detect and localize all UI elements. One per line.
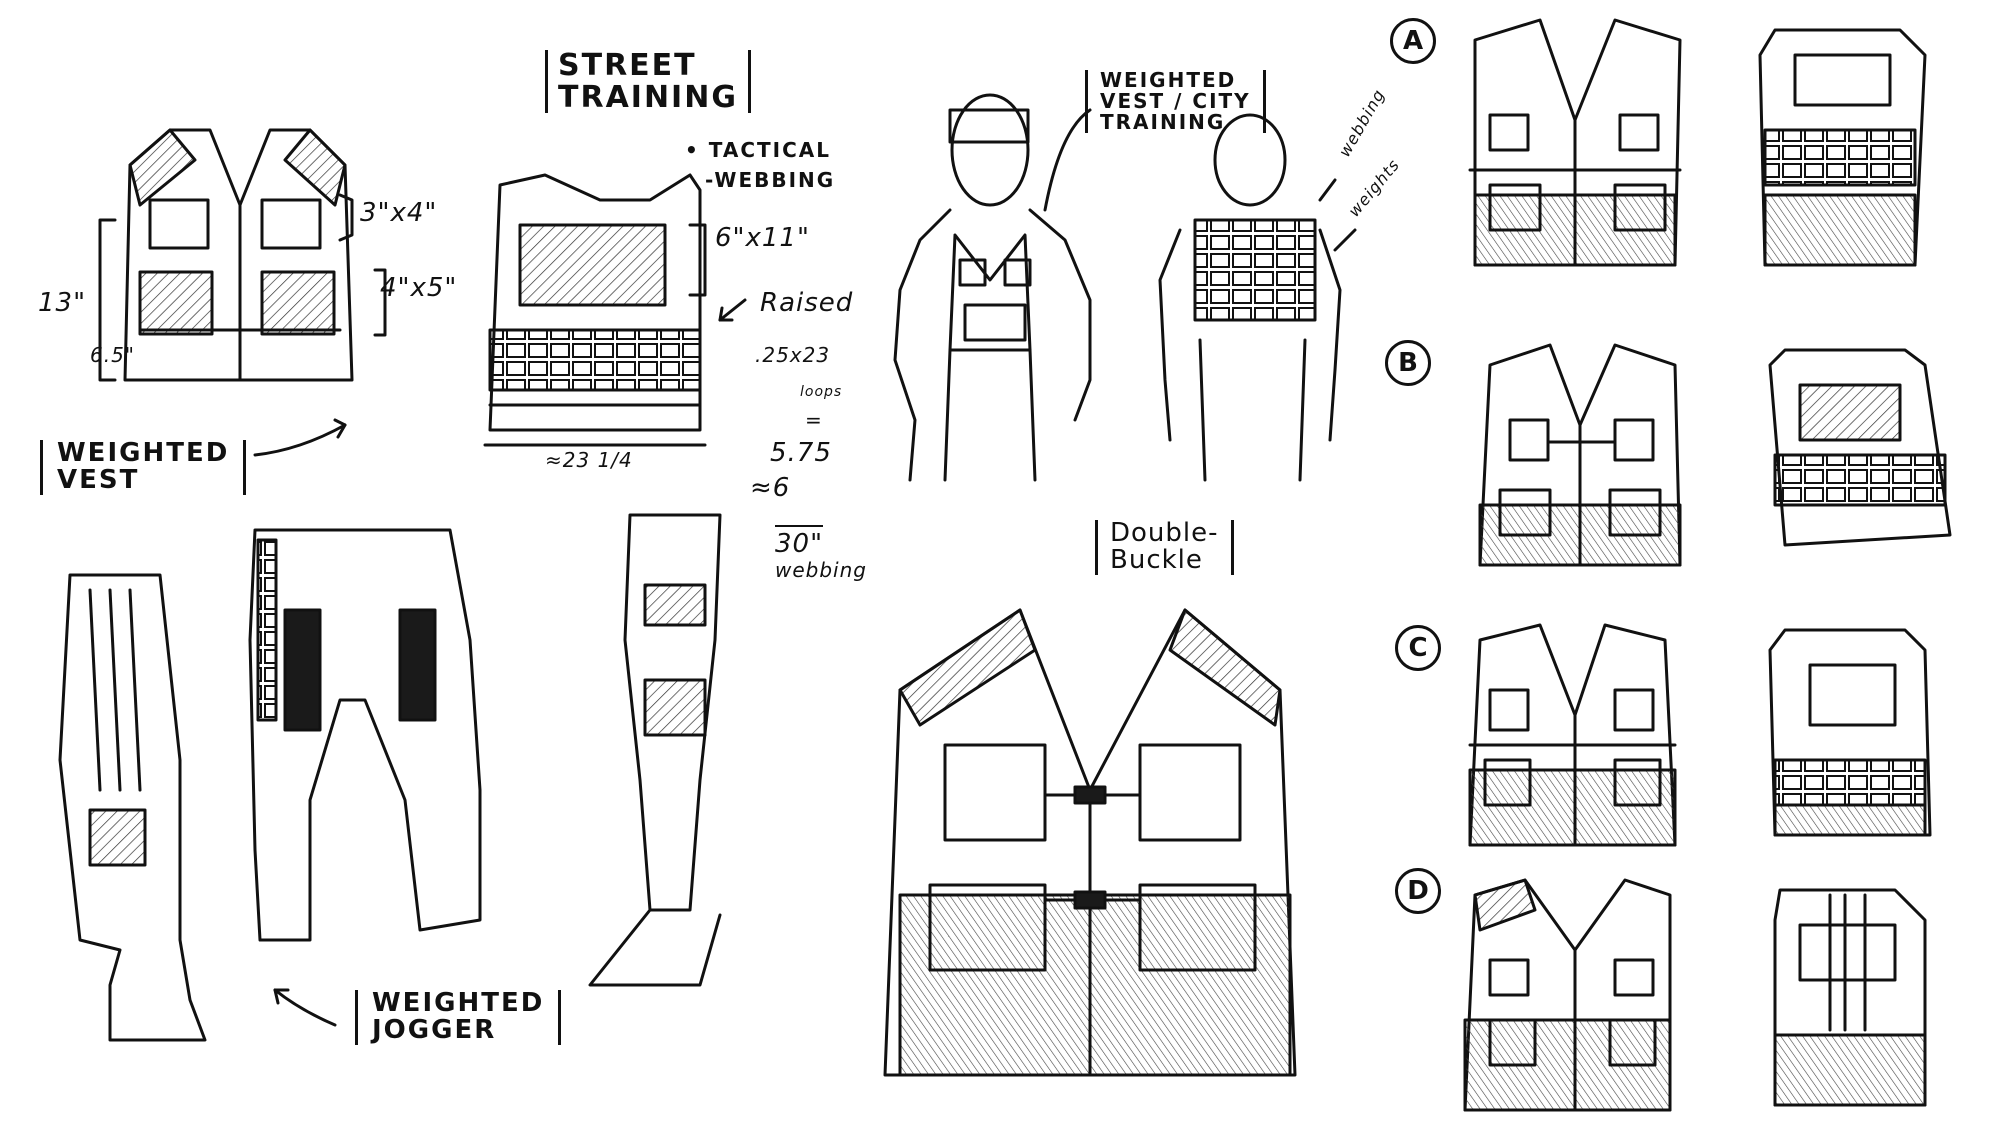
calc-7: webbing: [775, 558, 867, 582]
raised-note: Raised: [760, 288, 854, 318]
option-c-back: [1768, 628, 1932, 837]
option-a-marker: A: [1390, 18, 1436, 64]
figure-front-sketch: [893, 93, 1092, 482]
width-note: ≈23 1/4: [545, 448, 633, 472]
option-b-front: [1478, 343, 1682, 567]
option-c-marker: C: [1395, 625, 1441, 671]
lower-height-dimension: 6.5": [90, 343, 136, 367]
pocket-large-dimension: 4"x5": [380, 273, 458, 303]
calc-2: loops: [800, 384, 843, 400]
option-a-front: [1468, 18, 1682, 267]
panel-size-dimension: 6"x11": [715, 223, 810, 253]
pocket-small-dimension: 3"x4": [360, 198, 438, 228]
weighted-jogger-label: WEIGHTED JOGGER: [355, 989, 562, 1045]
arrow-to-jogger: [273, 988, 337, 1027]
tactical-note: • TACTICAL: [685, 138, 831, 162]
weighted-jogger-front-sketch: [248, 528, 482, 942]
weighted-vest-front-sketch: [98, 128, 387, 382]
option-d-front: [1463, 878, 1672, 1112]
calc-5: ≈6: [750, 473, 791, 503]
calc-3: =: [805, 408, 823, 432]
city-training-label: WEIGHTED VEST / CITY TRAINING: [1085, 70, 1266, 133]
street-training-label: STREET TRAINING: [545, 50, 751, 113]
double-buckle-vest-sketch: [883, 608, 1297, 1077]
calc-6: 30": [775, 525, 824, 558]
figure-back-sketch: [1158, 113, 1342, 482]
option-d-marker: D: [1395, 868, 1441, 914]
option-b-marker: B: [1385, 340, 1431, 386]
arrow-to-city-note: [1043, 108, 1092, 212]
option-b-back: [1768, 348, 1952, 547]
street-training-vest-sketch: [483, 173, 707, 447]
double-buckle-label: Double- Buckle: [1095, 519, 1234, 575]
arrow-to-street-vest: [253, 423, 347, 457]
calc-1: .25x23: [755, 343, 831, 367]
weighted-jogger-side-sketch: [58, 573, 207, 1042]
option-d-back: [1773, 888, 1927, 1107]
weighted-jogger-leg-sketch: [588, 513, 722, 987]
weighted-vest-label: WEIGHTED VEST: [40, 439, 247, 495]
option-a-back: [1758, 28, 1927, 267]
option-c-front: [1468, 623, 1677, 847]
calc-4: 5.75: [770, 438, 832, 468]
vest-height-dimension: 13": [38, 288, 87, 318]
webbing-note: -WEBBING: [705, 168, 836, 192]
